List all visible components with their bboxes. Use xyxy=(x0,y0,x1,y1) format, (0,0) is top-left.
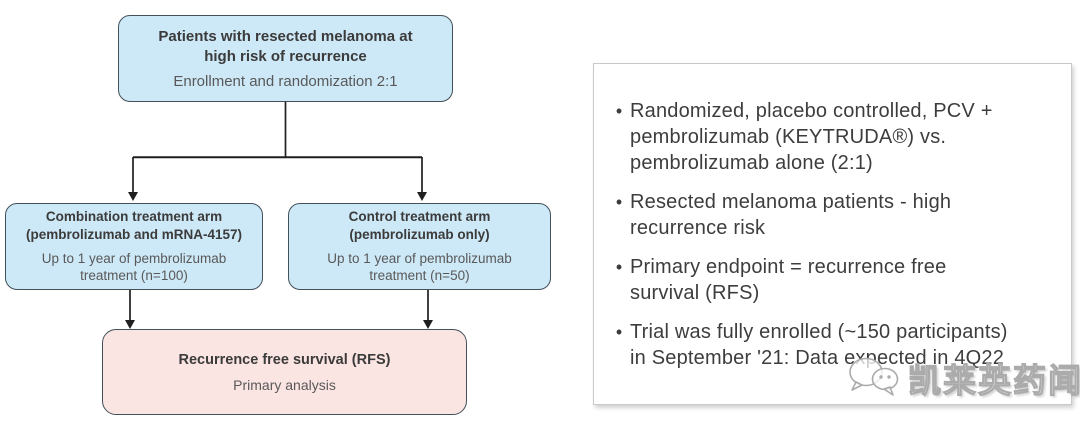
bullet-text: Primary endpoint = recurrence free survi… xyxy=(630,256,947,304)
summary-bullet-list: Randomized, placebo controlled, PCV + pe… xyxy=(594,64,1071,371)
control-arm-body: Up to 1 year of pembrolizumab treatment … xyxy=(327,250,512,284)
flowchart-connectors xyxy=(125,102,433,329)
arrowhead-bottom-right-icon xyxy=(423,320,433,329)
summary-panel: Randomized, placebo controlled, PCV + pe… xyxy=(593,63,1072,405)
flow-box-combination-arm: Combination treatment arm (pembrolizumab… xyxy=(5,203,263,290)
outcome-box-title: Recurrence free survival (RFS) xyxy=(178,351,391,368)
control-arm-title: Control treatment arm (pembrolizumab onl… xyxy=(348,209,491,242)
combination-arm-title: Combination treatment arm (pembrolizumab… xyxy=(25,209,243,242)
bullet-item: Resected melanoma patients - high recurr… xyxy=(608,189,1049,241)
bullet-item: Randomized, placebo controlled, PCV + pe… xyxy=(608,98,1049,176)
bullet-text: Trial was fully enrolled (~150 participa… xyxy=(630,321,1008,369)
flow-box-control-arm: Control treatment arm (pembrolizumab onl… xyxy=(288,203,551,290)
outcome-box-subtitle: Primary analysis xyxy=(233,376,336,393)
bullet-item: Primary endpoint = recurrence free survi… xyxy=(608,254,1049,306)
bullet-item: Trial was fully enrolled (~150 participa… xyxy=(608,319,1049,371)
arrowhead-right-icon xyxy=(417,192,427,201)
arrowhead-left-icon xyxy=(128,192,138,201)
enrollment-box-title: Patients with resected melanoma at high … xyxy=(158,28,413,65)
flow-box-outcome: Recurrence free survival (RFS) Primary a… xyxy=(102,329,467,415)
combination-arm-body: Up to 1 year of pembrolizumab treatment … xyxy=(41,250,227,284)
bullet-text: Resected melanoma patients - high recurr… xyxy=(630,191,952,239)
enrollment-box-subtitle: Enrollment and randomization 2:1 xyxy=(173,72,398,90)
bullet-text: Randomized, placebo controlled, PCV + pe… xyxy=(630,100,993,174)
arrowhead-bottom-left-icon xyxy=(125,320,135,329)
flow-box-enrollment: Patients with resected melanoma at high … xyxy=(118,15,453,102)
